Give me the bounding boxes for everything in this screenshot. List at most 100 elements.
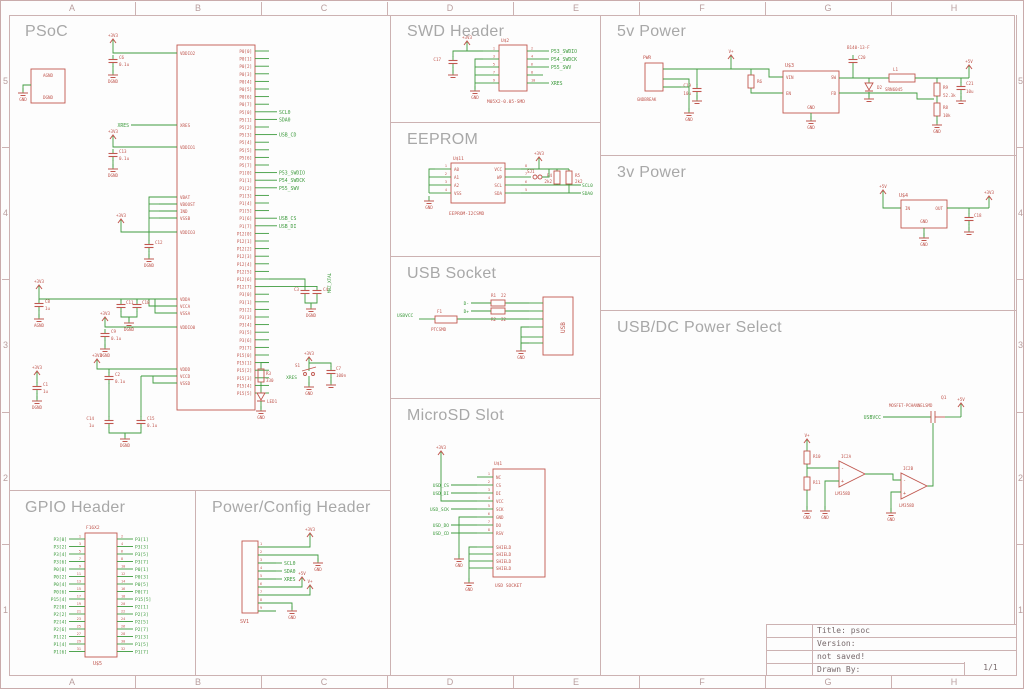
- svg-text:VDDIO0: VDDIO0: [180, 325, 196, 330]
- svg-text:8: 8: [531, 71, 533, 75]
- label: USB: [560, 322, 567, 333]
- svg-text:1: 1: [260, 542, 262, 546]
- svg-text:P1[7]: P1[7]: [239, 224, 252, 229]
- pin-stubs: [159, 196, 177, 219]
- ground-symbol: GND: [802, 506, 812, 520]
- svg-text:D2: D2: [877, 85, 883, 90]
- svg-text:F16X2: F16X2: [86, 525, 100, 531]
- svg-text:GND: GND: [455, 563, 463, 568]
- wire: [824, 480, 839, 509]
- svg-text:C8: C8: [45, 299, 51, 304]
- pin-stubs: [258, 546, 276, 612]
- svg-text:SDA0: SDA0: [582, 191, 593, 197]
- ground-symbol: GND: [932, 120, 942, 134]
- ground-symbol: DGND: [108, 164, 119, 178]
- label: USB_CS: [279, 216, 296, 222]
- svg-text:L1: L1: [893, 67, 899, 72]
- ground-symbol: GND: [516, 346, 526, 360]
- component-body: [241, 540, 259, 614]
- label: IC2A: [841, 454, 852, 459]
- svg-text:+3V3: +3V3: [305, 527, 316, 532]
- svg-text:P12[6]: P12[6]: [237, 277, 252, 282]
- svg-text:P3[7]: P3[7]: [135, 560, 149, 566]
- label: F16X2: [86, 525, 100, 531]
- component-body: [803, 476, 811, 491]
- svg-text:6: 6: [531, 63, 533, 67]
- wire: [890, 491, 901, 511]
- svg-text:USBVCC: USBVCC: [864, 415, 881, 421]
- svg-text:12: 12: [121, 572, 125, 576]
- svg-text:V+: V+: [307, 579, 313, 584]
- svg-text:P0[4]: P0[4]: [239, 79, 252, 84]
- svg-text:P2[3]: P2[3]: [135, 612, 149, 618]
- svg-text:CS: CS: [496, 483, 502, 488]
- section-title-3v: 3v Power: [617, 164, 687, 181]
- capacitor-symbol: [104, 372, 114, 384]
- label: GND: [920, 219, 928, 224]
- svg-text:VBAT: VBAT: [180, 195, 191, 200]
- svg-text:P55_SWV: P55_SWV: [279, 186, 299, 192]
- svg-text:P0[6]: P0[6]: [239, 95, 252, 100]
- svg-text:P54_SWDCK: P54_SWDCK: [551, 57, 577, 63]
- svg-text:AGND: AGND: [34, 323, 45, 328]
- opamp-symbol: [838, 460, 867, 488]
- component-body: [888, 73, 916, 83]
- pin-stubs: [477, 476, 493, 534]
- frame-tick: [2, 543, 9, 545]
- svg-text:GND: GND: [257, 415, 265, 420]
- svg-text:0.1u: 0.1u: [119, 156, 130, 161]
- svg-text:+5V: +5V: [879, 184, 887, 189]
- schematic-canvas-swd: U$213579246810+3V3C17GNDP53_SWDIOP54_SWD…: [433, 35, 577, 105]
- svg-text:P3[7]: P3[7]: [239, 345, 252, 350]
- svg-text:2k2: 2k2: [575, 179, 583, 184]
- label: 330: [266, 378, 274, 383]
- svg-text:7: 7: [493, 71, 495, 75]
- ground-symbol: AGND: [34, 314, 45, 328]
- svg-text:D+: D+: [464, 309, 470, 315]
- svg-text:P3[5]: P3[5]: [239, 330, 252, 335]
- wire: [542, 169, 550, 178]
- diode-symbol: [864, 82, 874, 92]
- capacitor-symbol: [100, 329, 110, 341]
- capacitor-symbol: [104, 416, 114, 428]
- label: C14: [86, 416, 94, 421]
- svg-text:P0[1]: P0[1]: [239, 57, 252, 62]
- svg-text:1: 1: [445, 164, 447, 168]
- svg-text:P5[0]: P5[0]: [239, 110, 252, 115]
- svg-text:C15: C15: [147, 416, 155, 421]
- ground-symbol: GND: [454, 554, 464, 568]
- label: IN: [905, 206, 911, 211]
- ground-symbol: [692, 96, 702, 104]
- svg-text:VCCA: VCCA: [180, 304, 191, 309]
- wire: [108, 427, 142, 434]
- pin-label-list: P3[1]P3[3]P3[5]P3[7]P0[1]P0[3]P0[5]P0[7]…: [135, 537, 151, 656]
- label: U$4: [899, 193, 908, 199]
- frame-column-label: F: [699, 677, 705, 687]
- svg-text:GND: GND: [425, 205, 433, 210]
- supply-symbol: V+: [727, 49, 735, 61]
- label: C13: [119, 149, 127, 154]
- wire: [120, 311, 138, 318]
- capacitor-symbol: [116, 300, 126, 312]
- label: DGND: [43, 95, 54, 100]
- label: USD_CD: [433, 531, 450, 537]
- label: GND: [807, 105, 815, 110]
- label: 22: [501, 317, 507, 322]
- label: 1u: [89, 423, 95, 428]
- svg-text:1u: 1u: [89, 423, 95, 428]
- label: C3: [294, 287, 300, 292]
- label: C2: [115, 372, 121, 377]
- ground-symbol: [864, 94, 874, 102]
- label: C9: [111, 329, 117, 334]
- svg-text:P0[5]: P0[5]: [239, 87, 252, 92]
- svg-text:GND: GND: [807, 105, 815, 110]
- svg-text:C20: C20: [858, 55, 866, 60]
- wire: [276, 539, 311, 548]
